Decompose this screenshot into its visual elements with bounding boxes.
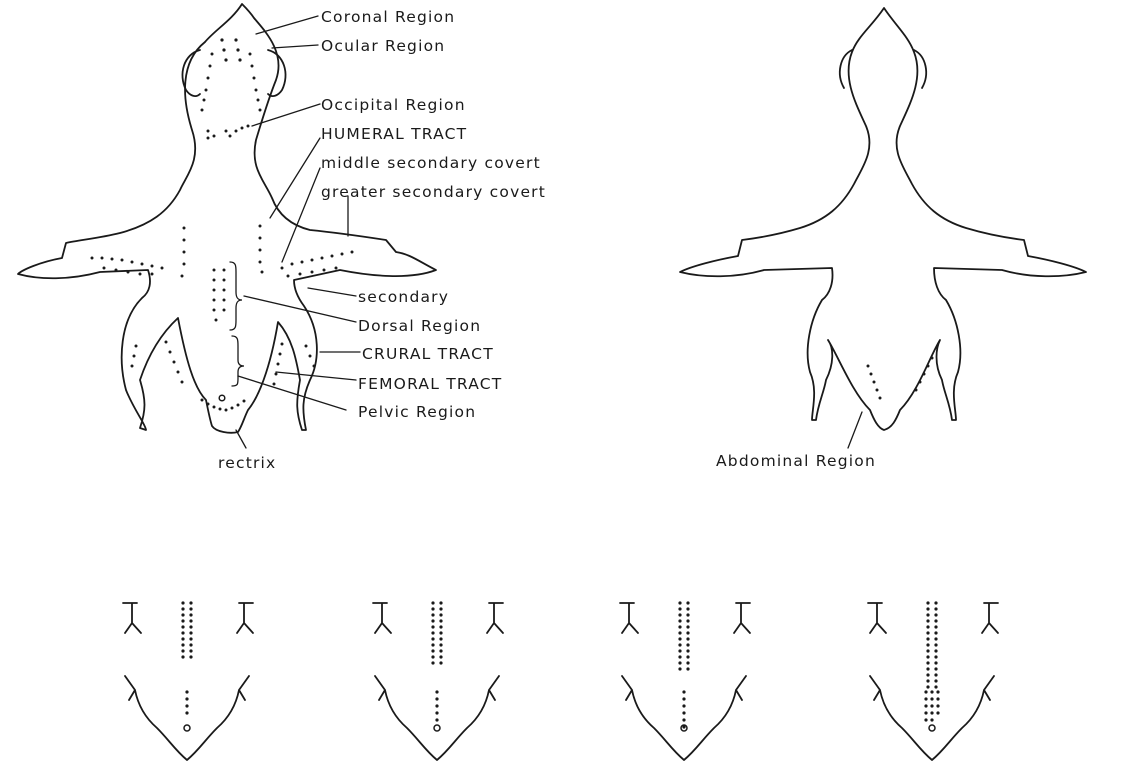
stage-diagram-1	[123, 601, 253, 760]
crural-dots	[131, 345, 316, 368]
dorsal-dot-column	[431, 601, 442, 664]
ocular-region-label: Ocular Region	[321, 37, 445, 55]
humeral-dots	[181, 225, 264, 278]
humeral-tract-label: HUMERAL TRACT	[321, 125, 467, 143]
vent-ring	[219, 395, 225, 401]
occipital-dots	[207, 125, 250, 140]
femoral-dots	[165, 341, 284, 386]
body-outline	[125, 676, 249, 760]
stage-diagram-4	[868, 601, 998, 760]
wing-covert-dots	[91, 251, 354, 278]
stage-diagram-2	[373, 601, 503, 760]
body-outline	[375, 676, 499, 760]
femoral-tract-label: FEMORAL TRACT	[358, 375, 502, 393]
vent-ring	[434, 725, 440, 731]
ventral-body-outline	[680, 8, 1086, 430]
left-eye-outline	[182, 50, 200, 96]
body-outline	[622, 676, 746, 760]
vent-ring	[184, 725, 190, 731]
pelvic-brace	[232, 336, 244, 386]
pelvic-dot-group	[682, 690, 685, 728]
coronal-dots	[220, 38, 241, 61]
dorsal-dot-column	[926, 601, 937, 688]
abdominal-region-label: Abdominal Region	[716, 452, 876, 470]
dorsal-view: Coronal Region Ocular Region Occipital R…	[18, 4, 546, 472]
secondary-label: secondary	[358, 288, 449, 306]
left-wing-stub	[373, 603, 391, 633]
right-wing-stub	[982, 603, 998, 633]
pelvic-region-label: Pelvic Region	[358, 403, 476, 421]
dorsal-dot-column	[678, 601, 689, 670]
pelvic-dot-group	[924, 690, 939, 721]
body-outline	[870, 676, 994, 760]
left-wing-stub	[620, 603, 638, 633]
left-wing-stub	[123, 603, 141, 633]
right-wing-stub	[237, 603, 253, 633]
ocular-dots	[201, 53, 262, 112]
abdominal-leader	[848, 412, 862, 448]
developmental-stages	[123, 601, 998, 760]
greater-secondary-covert-label: greater secondary covert	[321, 183, 546, 201]
pelvic-dot-group	[185, 690, 188, 714]
dorsal-region-dots	[213, 269, 226, 322]
stage-diagram-3	[620, 601, 750, 760]
ventral-view: Abdominal Region	[680, 8, 1086, 470]
dorsal-body-outline	[18, 4, 436, 433]
dorsal-region-label: Dorsal Region	[358, 317, 481, 335]
middle-secondary-covert-label: middle secondary covert	[321, 154, 541, 172]
occipital-region-label: Occipital Region	[321, 96, 466, 114]
right-wing-stub	[487, 603, 503, 633]
crural-tract-label: CRURAL TRACT	[362, 345, 494, 363]
abdominal-dots	[867, 357, 934, 400]
dorsal-dot-column	[181, 601, 192, 658]
vent-ring	[929, 725, 935, 731]
left-wing-stub	[868, 603, 886, 633]
dorsal-leader-lines	[236, 16, 360, 448]
coronal-region-label: Coronal Region	[321, 8, 455, 26]
rectrix-label: rectrix	[218, 454, 276, 472]
right-wing-stub	[734, 603, 750, 633]
dorsal-brace	[230, 262, 242, 330]
pelvic-dot-group	[435, 690, 438, 721]
